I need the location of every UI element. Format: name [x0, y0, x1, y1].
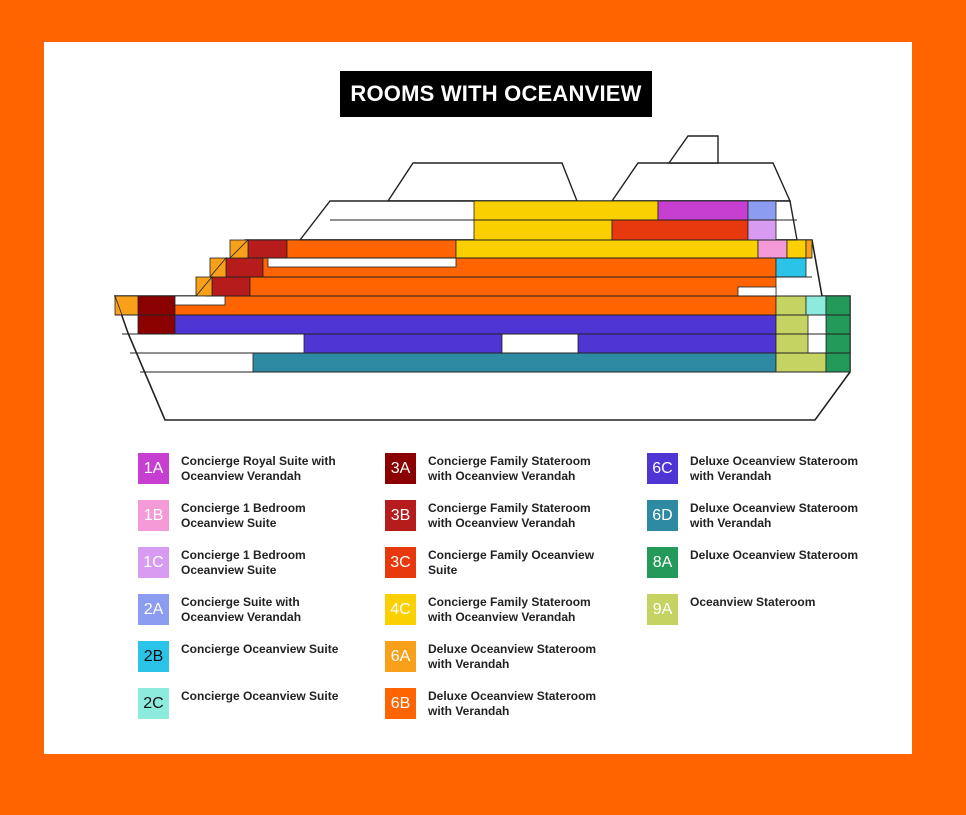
- legend-label-1a: Concierge Royal Suite with Oceanview Ver…: [181, 454, 336, 483]
- legend-label-2a: Concierge Suite with Oceanview Verandah: [181, 595, 302, 624]
- legend-label-2c: Concierge Oceanview Suite: [181, 689, 339, 703]
- legend-label-8a: Deluxe Oceanview Stateroom: [690, 548, 859, 562]
- legend-code-9a: 9A: [647, 594, 678, 625]
- white-gap-3: [267, 257, 457, 268]
- deck-1-segment-2a: [747, 200, 777, 221]
- funnel-right: [610, 162, 792, 202]
- deck-8-segment-6c: [303, 333, 503, 354]
- bow-wedge-1: [229, 239, 249, 259]
- white-gap-4: [501, 333, 579, 354]
- legend-code-1c: 1C: [138, 547, 169, 578]
- legend-label-6a: Deluxe Oceanview Stateroom with Verandah: [428, 642, 597, 671]
- legend-label-1c: Concierge 1 Bedroom Oceanview Suite: [181, 548, 306, 577]
- legend-code-2c: 2C: [138, 688, 169, 719]
- legend-item-6b: 6B Deluxe Oceanview Stateroom with Verand…: [385, 688, 608, 719]
- deck-6-segment-3a: [137, 295, 176, 316]
- legend-item-3a: 3A Concierge Family Stateroom with Oceanv…: [385, 453, 608, 484]
- page-title: ROOMS WITH OCEANVIEW: [340, 71, 652, 117]
- deck-3-segment-3b: [247, 239, 288, 259]
- deck-3-segment-4c: [786, 239, 807, 259]
- white-gap-1: [174, 295, 226, 306]
- deck-4-segment-3b: [225, 257, 264, 278]
- deck-3-segment-6a: [805, 239, 813, 259]
- deck-7-segment-6c: [174, 314, 777, 335]
- deck-6-segment-8a: [825, 295, 851, 316]
- deck-4-segment-2b: [775, 257, 807, 278]
- deck-2-segment-3c: [611, 219, 749, 241]
- legend-item-1b: 1B Concierge 1 Bedroom Oceanview Suite: [138, 500, 361, 531]
- legend-code-8a: 8A: [647, 547, 678, 578]
- deck-3-segment-1b: [757, 239, 788, 259]
- legend-code-1b: 1B: [138, 500, 169, 531]
- legend-label-3b: Concierge Family Stateroom with Oceanvie…: [428, 501, 591, 530]
- legend-label-6d: Deluxe Oceanview Stateroom with Verandah: [690, 501, 859, 530]
- legend-label-3c: Concierge Family Oceanview Suite: [428, 548, 595, 577]
- deck-5-segment-6b: [249, 276, 777, 297]
- legend-code-2a: 2A: [138, 594, 169, 625]
- legend-item-2a: 2A Concierge Suite with Oceanview Veranda…: [138, 594, 361, 625]
- deck-5-segment-3b: [211, 276, 251, 297]
- deck-1-segment-4c: [473, 200, 659, 221]
- deck-2-segment-4c: [473, 219, 613, 241]
- legend-code-3b: 3B: [385, 500, 416, 531]
- deck-9-segment-8a: [825, 352, 851, 373]
- ship-funnels: [386, 135, 792, 202]
- deck-lines: [115, 219, 850, 373]
- legend-code-1a: 1A: [138, 453, 169, 484]
- legend-item-8a: 8A Deluxe Oceanview Stateroom: [647, 547, 870, 578]
- legend-item-3c: 3C Concierge Family Oceanview Suite: [385, 547, 608, 578]
- legend-code-6a: 6A: [385, 641, 416, 672]
- legend-item-4c: 4C Concierge Family Stateroom with Oceanv…: [385, 594, 608, 625]
- legend-item-6c: 6C Deluxe Oceanview Stateroom with Verand…: [647, 453, 870, 484]
- legend-label-2b: Concierge Oceanview Suite: [181, 642, 339, 656]
- deck-9-segment-9a: [775, 352, 827, 373]
- legend-label-6c: Deluxe Oceanview Stateroom with Verandah: [690, 454, 859, 483]
- legend-code-3c: 3C: [385, 547, 416, 578]
- deck-7-segment-8a: [825, 314, 851, 335]
- legend-item-3b: 3B Concierge Family Stateroom with Oceanv…: [385, 500, 608, 531]
- deck-6-segment-6b: [174, 295, 777, 316]
- legend-label-1b: Concierge 1 Bedroom Oceanview Suite: [181, 501, 306, 530]
- legend-code-6b: 6B: [385, 688, 416, 719]
- deck-3-segment-4c: [455, 239, 759, 259]
- legend-item-6a: 6A Deluxe Oceanview Stateroom with Verand…: [385, 641, 608, 672]
- legend-code-6c: 6C: [647, 453, 678, 484]
- legend-label-9a: Oceanview Stateroom: [690, 595, 816, 609]
- legend-label-6b: Deluxe Oceanview Stateroom with Verandah: [428, 689, 597, 718]
- deck-segments: [114, 200, 851, 373]
- deck-8-segment-6c: [577, 333, 777, 354]
- legend-item-9a: 9A Oceanview Stateroom: [647, 594, 870, 625]
- deck-1-segment-1a: [657, 200, 749, 221]
- legend-code-4c: 4C: [385, 594, 416, 625]
- legend-code-3a: 3A: [385, 453, 416, 484]
- deck-7-segment-3a: [137, 314, 176, 335]
- deck-2-segment-1c: [747, 219, 777, 241]
- deck-9-segment-6d: [252, 352, 777, 373]
- legend-item-2b: 2B Concierge Oceanview Suite: [138, 641, 361, 672]
- legend-item-1c: 1C Concierge 1 Bedroom Oceanview Suite: [138, 547, 361, 578]
- deck-6-segment-2c: [805, 295, 827, 316]
- legend-item-1a: 1A Concierge Royal Suite with Oceanview V…: [138, 453, 361, 484]
- legend-item-6d: 6D Deluxe Oceanview Stateroom with Verand…: [647, 500, 870, 531]
- legend-label-3a: Concierge Family Stateroom with Oceanvie…: [428, 454, 591, 483]
- deck-3-segment-6b: [286, 239, 457, 259]
- legend-item-2c: 2C Concierge Oceanview Suite: [138, 688, 361, 719]
- white-gap-2: [737, 286, 777, 297]
- legend-label-4c: Concierge Family Stateroom with Oceanvie…: [428, 595, 591, 624]
- deck-8-segment-8a: [825, 333, 851, 354]
- funnel-left: [386, 162, 579, 202]
- bow-wedge-2: [209, 256, 227, 278]
- deck-6-segment-9a: [775, 295, 807, 316]
- legend-code-2b: 2B: [138, 641, 169, 672]
- funnel-top: [667, 135, 719, 164]
- legend-code-6d: 6D: [647, 500, 678, 531]
